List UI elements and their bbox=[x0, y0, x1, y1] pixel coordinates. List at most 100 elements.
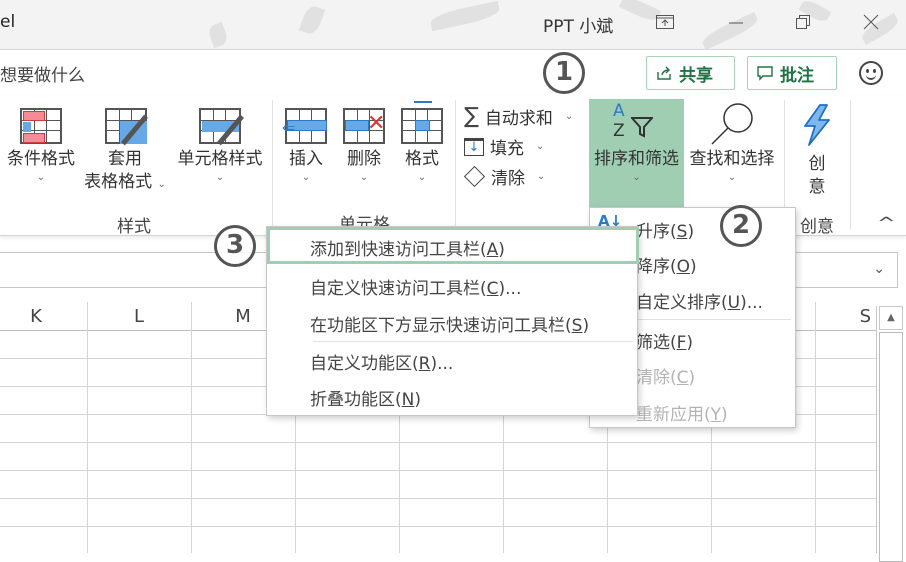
item-suffix: )... bbox=[498, 279, 522, 299]
close-button[interactable] bbox=[860, 14, 882, 34]
collapse-ribbon-icon[interactable]: ^ bbox=[876, 214, 896, 232]
access-key: S bbox=[571, 316, 583, 336]
menu-item-collapse-ribbon[interactable]: 折叠功能区(N) bbox=[310, 385, 421, 410]
access-key: U bbox=[727, 293, 741, 313]
menu-item-customize-qat[interactable]: 自定义快速访问工具栏(C)... bbox=[310, 274, 521, 299]
chevron-down-icon: ⌄ bbox=[36, 172, 46, 183]
ribbon-display-options-button[interactable] bbox=[654, 14, 676, 34]
conditional-formatting-icon-wrap bbox=[4, 108, 78, 148]
column-line bbox=[399, 302, 400, 553]
cell-styles-button[interactable]: 单元格样式 ⌄ bbox=[174, 108, 266, 185]
expand-formula-bar-icon[interactable]: ⌄ bbox=[873, 261, 885, 277]
column-header-s[interactable]: S bbox=[859, 306, 871, 327]
comments-button[interactable]: 批注 bbox=[747, 56, 837, 90]
find-select-label: 查找和选择 bbox=[689, 149, 775, 169]
cell-styles-icon-wrap bbox=[174, 108, 266, 148]
smiley-icon[interactable] bbox=[859, 61, 883, 85]
cells-group-label: 单元格 bbox=[339, 215, 390, 235]
menu-item-customize-ribbon[interactable]: 自定义功能区(R)... bbox=[310, 349, 453, 374]
find-select-button[interactable]: 查找和选择 ⌄ bbox=[684, 102, 780, 185]
format-icon-wrap bbox=[398, 101, 446, 148]
row-line bbox=[0, 442, 876, 443]
menu-item-show-qat-below[interactable]: 在功能区下方显示快速访问工具栏(S) bbox=[310, 311, 589, 336]
item-suffix: ) bbox=[721, 405, 728, 425]
background-decoration bbox=[206, 21, 230, 49]
item-suffix: ) bbox=[690, 257, 697, 277]
item-text: 自定义排序( bbox=[636, 293, 728, 313]
fill-button[interactable]: ↓ 填充 ⌄ bbox=[464, 134, 544, 159]
sort-filter-button[interactable]: A Z 排序和筛选 ⌄ bbox=[589, 102, 684, 185]
menu-item-sort-ascending[interactable]: 升序(S) bbox=[636, 217, 694, 242]
access-key: F bbox=[676, 333, 687, 353]
sort-ascending-icon: A↓ bbox=[598, 212, 623, 230]
title-bar: el PPT 小斌 bbox=[0, 0, 906, 50]
format-as-table-label-2: 表格格式 ⌄ bbox=[80, 171, 170, 196]
conditional-formatting-button[interactable]: 条件格式 ⌄ bbox=[4, 108, 78, 185]
clear-label: 清除 bbox=[491, 169, 525, 189]
sort-z-icon: Z bbox=[613, 121, 625, 141]
item-suffix: ) bbox=[688, 368, 696, 388]
vertical-scrollbar[interactable]: ▲ bbox=[876, 306, 906, 562]
item-text: 在功能区下方显示快速访问工具栏( bbox=[310, 316, 572, 336]
cell-styles-label: 单元格样式 bbox=[177, 149, 263, 169]
chevron-down-icon: ⌄ bbox=[359, 172, 369, 183]
access-key: N bbox=[401, 390, 415, 410]
restore-icon bbox=[796, 15, 810, 29]
x-icon: ✕ bbox=[367, 111, 386, 136]
clear-button[interactable]: 清除 ⌄ bbox=[463, 164, 545, 189]
minimize-icon bbox=[729, 22, 743, 24]
width-indicator-icon bbox=[414, 101, 432, 103]
item-text: 自定义快速访问工具栏( bbox=[310, 279, 487, 299]
share-icon bbox=[657, 66, 671, 80]
column-header-k[interactable]: K bbox=[30, 306, 42, 327]
delete-cells-button[interactable]: ✕ 删除 ⌄ bbox=[340, 108, 388, 185]
restore-button[interactable] bbox=[792, 14, 814, 34]
column-header-m[interactable]: M bbox=[235, 306, 251, 327]
menu-item-add-to-qat[interactable]: 添加到快速访问工具栏(A) bbox=[310, 235, 505, 260]
minimize-button[interactable] bbox=[725, 14, 747, 34]
group-divider bbox=[455, 100, 456, 230]
autosum-button[interactable]: ∑ 自动求和 ⌄ bbox=[464, 104, 573, 129]
icon-part bbox=[23, 133, 45, 143]
scroll-track[interactable] bbox=[879, 332, 903, 562]
menu-item-custom-sort[interactable]: 自定义排序(U)... bbox=[636, 288, 763, 313]
tell-me-search[interactable]: 想要做什么 bbox=[0, 66, 85, 86]
item-suffix: ) bbox=[414, 390, 421, 410]
icon-part bbox=[415, 120, 430, 131]
format-cells-button[interactable]: 格式 ⌄ bbox=[398, 101, 446, 185]
selected-item-highlight bbox=[267, 227, 639, 264]
ideas-label-1: 创 bbox=[808, 154, 826, 174]
icon-part bbox=[287, 120, 327, 131]
column-header-l[interactable]: L bbox=[133, 306, 145, 327]
close-icon bbox=[863, 14, 879, 30]
menu-item-filter[interactable]: 筛选(F) bbox=[636, 328, 693, 353]
item-suffix: ) bbox=[687, 222, 695, 242]
menu-item-sort-descending[interactable]: 降序(O) bbox=[636, 252, 697, 277]
menu-item-clear: 清除(C) bbox=[636, 363, 695, 388]
ideas-button[interactable]: 创 意 bbox=[792, 104, 842, 199]
annotation-badge-2: 2 bbox=[720, 205, 762, 247]
row-line bbox=[0, 526, 876, 527]
scroll-up-arrow-icon[interactable]: ▲ bbox=[879, 306, 903, 330]
item-suffix: ) bbox=[686, 333, 694, 353]
format-label: 格式 bbox=[405, 149, 439, 169]
column-line bbox=[87, 302, 88, 553]
item-text: 自定义功能区( bbox=[310, 354, 419, 374]
comment-icon bbox=[757, 66, 773, 81]
chevron-down-icon: ⌄ bbox=[215, 172, 225, 183]
sigma-icon: ∑ bbox=[464, 103, 479, 129]
insert-cells-button[interactable]: ⇐ 插入 ⌄ bbox=[282, 108, 330, 185]
delete-label: 删除 bbox=[347, 149, 381, 169]
format-as-table-button[interactable]: 套用 表格格式 ⌄ bbox=[80, 108, 170, 196]
chevron-down-icon: ⌄ bbox=[157, 179, 166, 190]
autosum-label: 自动求和 bbox=[484, 109, 553, 129]
access-key: C bbox=[676, 368, 689, 388]
menu-separator bbox=[313, 341, 633, 342]
item-text: 折叠功能区( bbox=[310, 390, 402, 410]
share-button[interactable]: 共享 bbox=[646, 56, 735, 90]
format-as-table-label-1: 套用 bbox=[108, 149, 142, 169]
conditional-formatting-label: 条件格式 bbox=[7, 149, 75, 169]
chevron-down-icon: ⌄ bbox=[632, 172, 641, 183]
column-line bbox=[815, 302, 816, 553]
item-text: 筛选( bbox=[636, 333, 677, 353]
